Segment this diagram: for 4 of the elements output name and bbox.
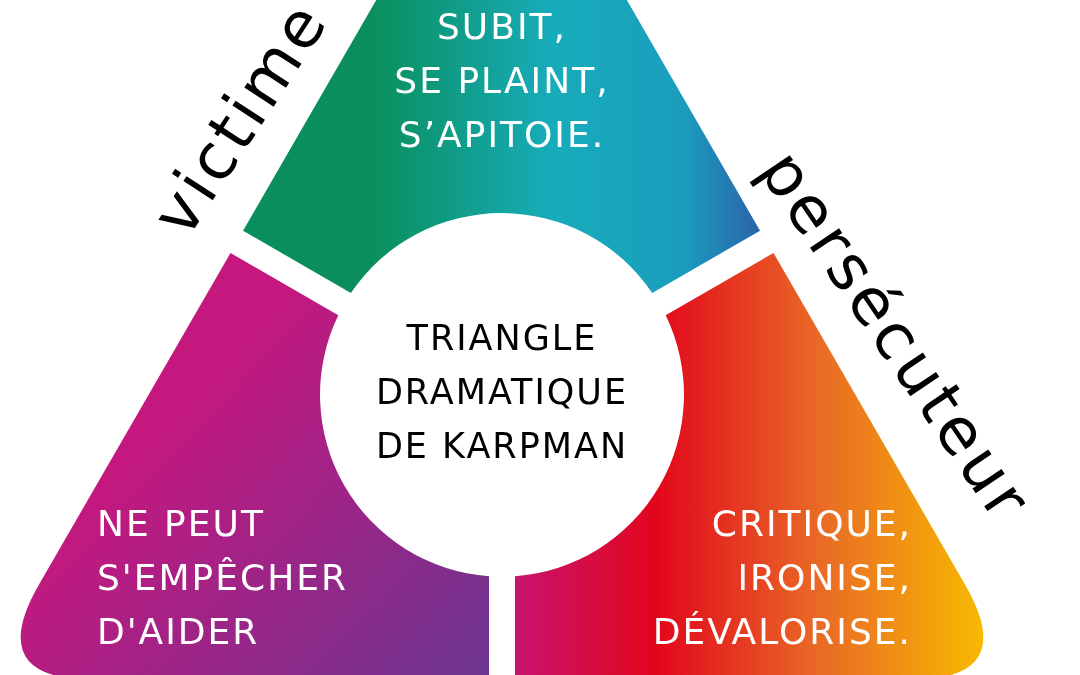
segment-text: NE PEUT S'EMPÊCHER D'AIDER	[97, 502, 348, 654]
segment-text: CRITIQUE, IRONISE, DÉVALORISE.	[652, 503, 912, 654]
segment-text: SUBIT, SE PLAINT, S’APITOIE.	[394, 5, 610, 157]
title-text: TRIANGLE DRAMATIQUE DE KARPMAN	[375, 317, 629, 468]
